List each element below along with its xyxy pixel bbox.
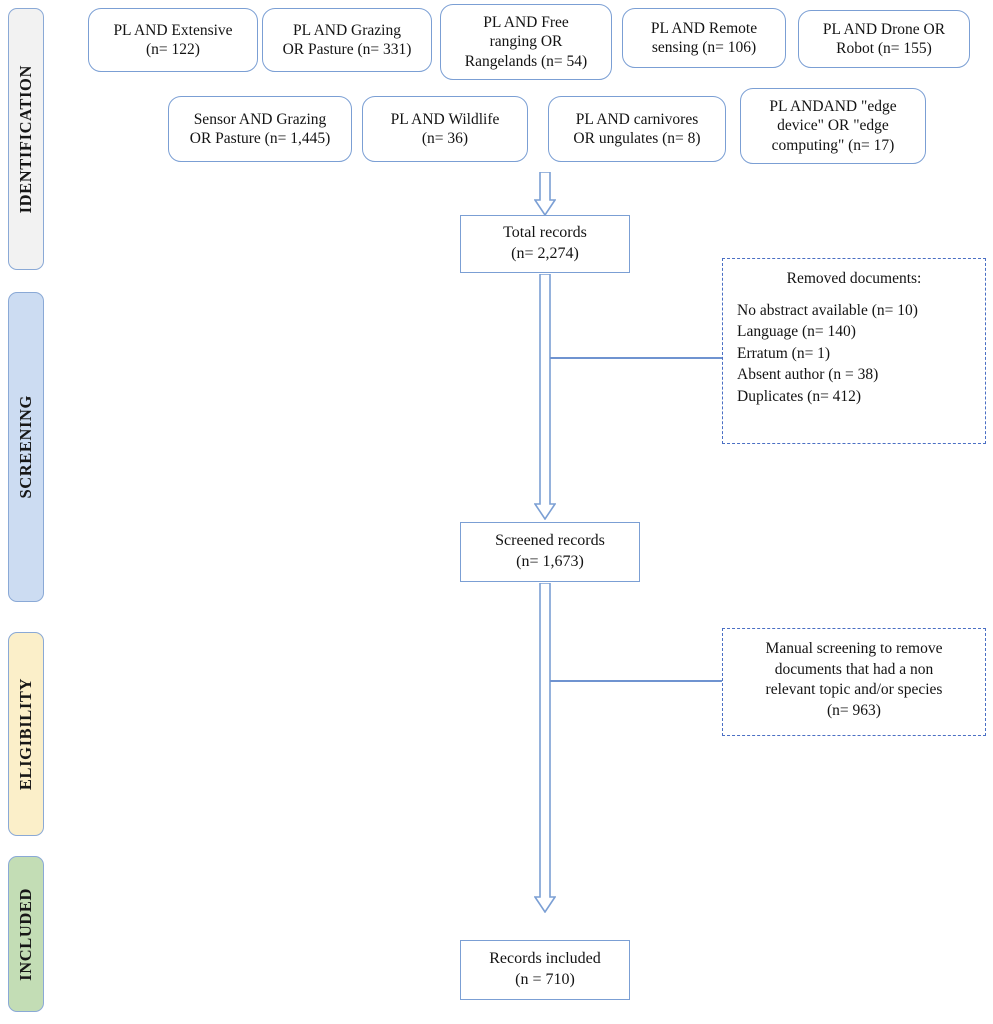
query-line-1: PL AND Remote	[650, 19, 758, 37]
flow-box-records-included: Records included (n = 710)	[460, 940, 630, 1000]
exclusion-box-manual-screening: Manual screening to remove documents tha…	[722, 628, 986, 736]
query-box-pl-drone-robot: PL AND Drone OR Robot (n= 155)	[798, 10, 970, 68]
list-item: Erratum (n= 1)	[737, 344, 831, 362]
arrow-total-to-screened-records	[534, 274, 556, 520]
query-line-2: ranging OR	[489, 33, 563, 51]
exclusion-box-removed-documents: Removed documents: No abstract available…	[722, 258, 986, 444]
stage-bar-screening: SCREENING	[8, 292, 44, 602]
query-line-2: device" OR "edge	[777, 117, 889, 135]
records-included-line-2: (n = 710)	[515, 971, 575, 988]
stage-bar-included: INCLUDED	[8, 856, 44, 1012]
connector-line-removed-documents	[550, 357, 722, 359]
query-box-pl-remote-sensing: PL AND Remote sensing (n= 106)	[622, 8, 786, 68]
query-line-2: (n= 122)	[146, 41, 200, 58]
query-line-2: (n= 36)	[421, 130, 469, 147]
query-box-pl-free-ranging-rangelands: PL AND Free ranging OR Rangelands (n= 54…	[440, 4, 612, 80]
manual-screening-line-1: Manual screening to remove	[765, 640, 943, 657]
manual-screening-line-4: (n= 963)	[827, 701, 881, 719]
list-item: No abstract available (n= 10)	[737, 301, 918, 319]
flow-box-screened-records: Screened records (n= 1,673)	[460, 522, 640, 582]
query-line-1: PL AND Grazing	[293, 21, 401, 39]
screened-records-line-2: (n= 1,673)	[516, 553, 584, 570]
stage-bar-identification: IDENTIFICATION	[8, 8, 44, 270]
list-item: Duplicates (n= 412)	[737, 388, 862, 406]
query-line-2: sensing (n= 106)	[651, 39, 757, 56]
query-box-pl-grazing-pasture: PL AND Grazing OR Pasture (n= 331)	[262, 8, 432, 72]
query-box-pl-wildlife: PL AND Wildlife (n= 36)	[362, 96, 528, 162]
screened-records-line-1: Screened records	[495, 532, 605, 550]
query-box-sensor-grazing-pasture: Sensor AND Grazing OR Pasture (n= 1,445)	[168, 96, 352, 162]
manual-screening-line-3: relevant topic and/or species	[765, 681, 943, 699]
total-records-line-1: Total records	[503, 224, 587, 242]
list-item: Language (n= 140)	[737, 323, 856, 341]
arrow-screened-to-records-included	[534, 583, 556, 913]
stage-label-eligibility: ELIGIBILITY	[16, 677, 35, 791]
stage-bar-eligibility: ELIGIBILITY	[8, 632, 44, 836]
records-included-line-1: Records included	[489, 950, 601, 968]
total-records-line-2: (n= 2,274)	[511, 245, 579, 262]
query-box-pl-edge-device-computing: PL ANDAND "edge device" OR "edge computi…	[740, 88, 926, 164]
query-line-1: PL AND carnivores	[575, 110, 699, 128]
query-line-3: Rangelands (n= 54)	[464, 52, 588, 70]
query-line-2: Robot (n= 155)	[836, 40, 932, 57]
connector-line-manual-screening	[550, 680, 722, 682]
query-box-pl-carnivores-ungulates: PL AND carnivores OR ungulates (n= 8)	[548, 96, 726, 162]
stage-label-screening: SCREENING	[16, 395, 35, 499]
arrow-queries-to-total-records	[534, 172, 556, 216]
manual-screening-line-2: documents that had a non	[774, 660, 934, 678]
removed-documents-title: Removed documents:	[786, 270, 922, 287]
query-box-pl-extensive: PL AND Extensive (n= 122)	[88, 8, 258, 72]
query-line-2: OR ungulates (n= 8)	[573, 130, 701, 147]
query-line-1: PL AND Extensive	[113, 21, 233, 39]
query-line-1: Sensor AND Grazing	[193, 110, 327, 128]
stage-label-included: INCLUDED	[16, 887, 35, 981]
list-item: Absent author (n = 38)	[737, 366, 879, 384]
flow-box-total-records: Total records (n= 2,274)	[460, 215, 630, 273]
query-line-1: PL ANDAND "edge	[769, 98, 897, 116]
query-line-1: PL AND Drone OR	[822, 20, 946, 38]
query-line-2: OR Pasture (n= 331)	[282, 41, 412, 58]
removed-documents-list: No abstract available (n= 10) Language (…	[737, 301, 971, 408]
stage-label-identification: IDENTIFICATION	[16, 64, 35, 214]
query-line-3: computing" (n= 17)	[771, 136, 895, 154]
query-line-2: OR Pasture (n= 1,445)	[189, 130, 331, 147]
query-line-1: PL AND Wildlife	[390, 110, 500, 128]
query-line-1: PL AND Free	[483, 14, 569, 32]
